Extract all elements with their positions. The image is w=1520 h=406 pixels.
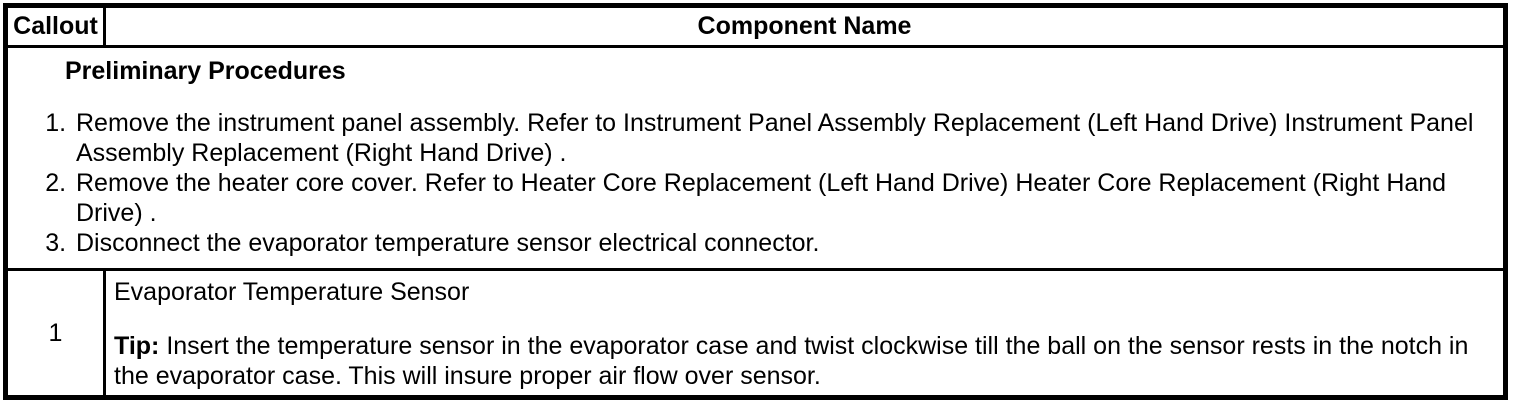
preliminary-step-3: Disconnect the evaporator temperature se… — [73, 228, 1493, 258]
component-name: Evaporator Temperature Sensor — [114, 278, 470, 306]
component-row: 1 Evaporator Temperature Sensor Tip: Ins… — [4, 268, 1507, 399]
preliminary-procedures-title: Preliminary Procedures — [65, 57, 346, 85]
component-name-column-header: Component Name — [103, 4, 1507, 48]
preliminary-procedures-cell: Preliminary Procedures Remove the instru… — [4, 45, 1507, 271]
table-header-row: Callout Component Name — [4, 4, 1507, 48]
preliminary-steps-list: Remove the instrument panel assembly. Re… — [16, 108, 1493, 258]
tip-label: Tip: — [114, 332, 160, 360]
preliminary-step-2: Remove the heater core cover. Refer to H… — [73, 168, 1493, 228]
component-tip: Tip: Insert the temperature sensor in th… — [114, 331, 1491, 391]
component-description-cell: Evaporator Temperature Sensor Tip: Inser… — [103, 268, 1507, 399]
callout-number: 1 — [4, 268, 106, 399]
preliminary-step-1: Remove the instrument panel assembly. Re… — [73, 108, 1493, 168]
callout-column-header: Callout — [4, 4, 106, 48]
preliminary-procedures-row: Preliminary Procedures Remove the instru… — [4, 45, 1507, 271]
component-callout-table: Callout Component Name Preliminary Proce… — [3, 3, 1508, 400]
tip-text: Insert the temperature sensor in the eva… — [114, 332, 1469, 390]
